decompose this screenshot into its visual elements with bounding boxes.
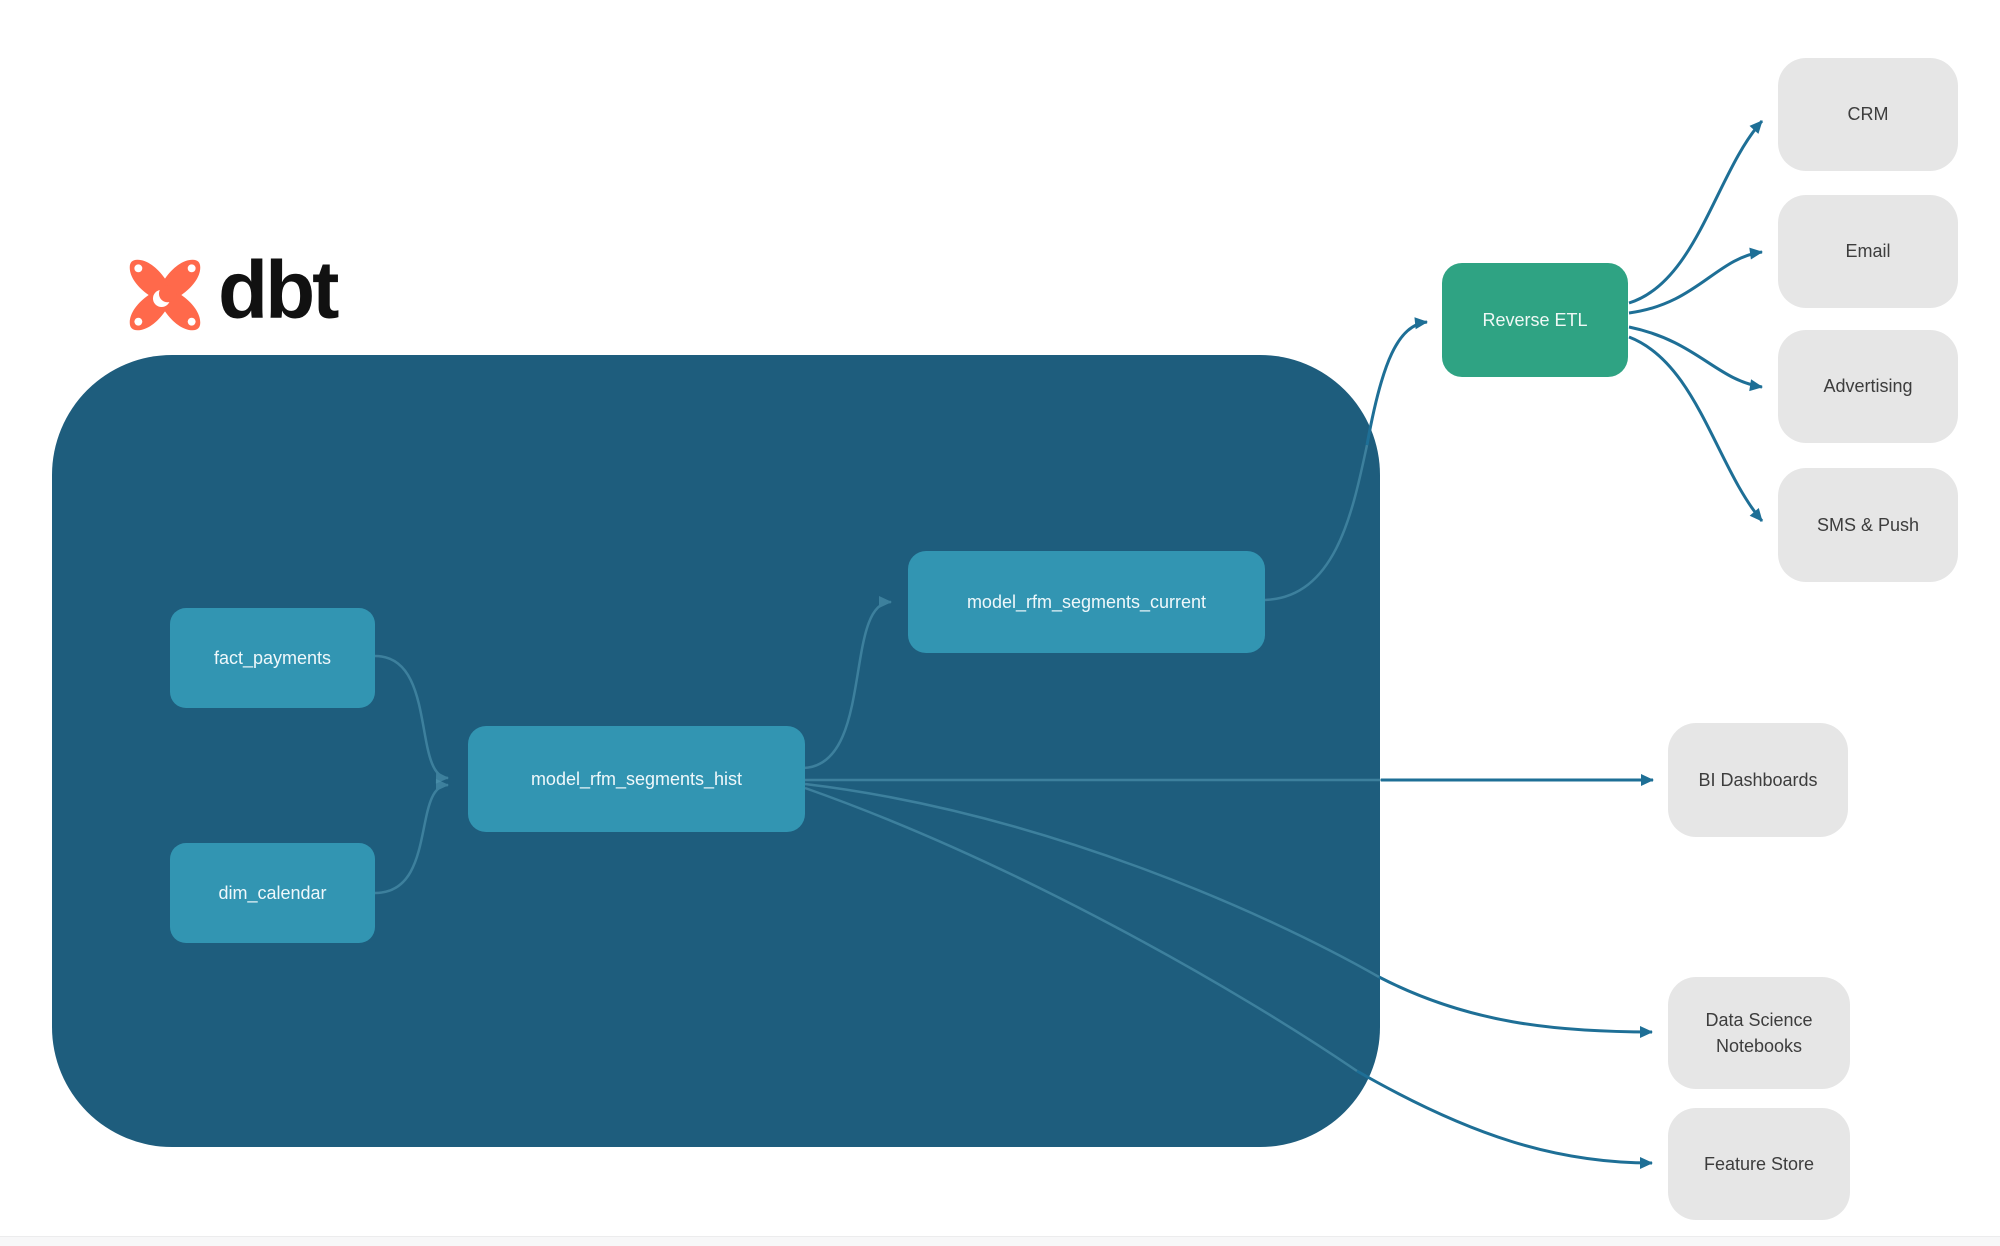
edge-etl-to-crm <box>1628 119 1764 305</box>
node-email-label: Email <box>1845 241 1891 262</box>
node-model-rfm-segments-current-label: model_rfm_segments_current <box>966 591 1207 612</box>
edge-etl-to-email <box>1628 247 1763 315</box>
node-crm-label: CRM <box>1847 104 1889 125</box>
node-bi-dashboards-label: BI Dashboards <box>1698 769 1818 790</box>
node-fact-payments: fact_payments <box>170 608 375 708</box>
edge-etl-to-sms-push <box>1628 335 1764 522</box>
node-model-rfm-segments-hist: model_rfm_segments_hist <box>468 726 805 832</box>
edge-hist-to-feature-store <box>1356 1069 1653 1169</box>
node-bi-dashboards: BI Dashboards <box>1668 723 1848 837</box>
dbt-logo: dbt <box>122 245 339 338</box>
node-data-science-notebooks: Data Science Notebooks <box>1668 977 1850 1089</box>
edge-hist-to-notebooks <box>1378 975 1653 1038</box>
node-reverse-etl: Reverse ETL <box>1442 263 1628 377</box>
node-dim-calendar-label: dim_calendar <box>218 882 327 903</box>
node-feature-store: Feature Store <box>1668 1108 1850 1220</box>
edge-current-to-etl <box>1365 317 1428 446</box>
node-advertising: Advertising <box>1778 330 1958 443</box>
node-model-rfm-segments-current: model_rfm_segments_current <box>908 551 1265 653</box>
dbt-logo-text: dbt <box>218 245 339 336</box>
node-dim-calendar: dim_calendar <box>170 843 375 943</box>
node-email: Email <box>1778 195 1958 308</box>
node-fact-payments-label: fact_payments <box>213 647 332 668</box>
node-model-rfm-segments-hist-label: model_rfm_segments_hist <box>530 768 743 789</box>
node-data-science-notebooks-label: Data Science Notebooks <box>1705 1009 1813 1056</box>
node-advertising-label: Advertising <box>1823 376 1913 397</box>
dbt-logo-icon <box>129 259 201 331</box>
node-reverse-etl-label: Reverse ETL <box>1482 309 1588 330</box>
edge-etl-to-advertising <box>1628 325 1763 392</box>
page-bottom-strip <box>0 1236 2000 1246</box>
node-feature-store-label: Feature Store <box>1703 1153 1815 1174</box>
node-sms-push-label: SMS & Push <box>1816 514 1920 535</box>
node-crm: CRM <box>1778 58 1958 171</box>
node-sms-push: SMS & Push <box>1778 468 1958 582</box>
